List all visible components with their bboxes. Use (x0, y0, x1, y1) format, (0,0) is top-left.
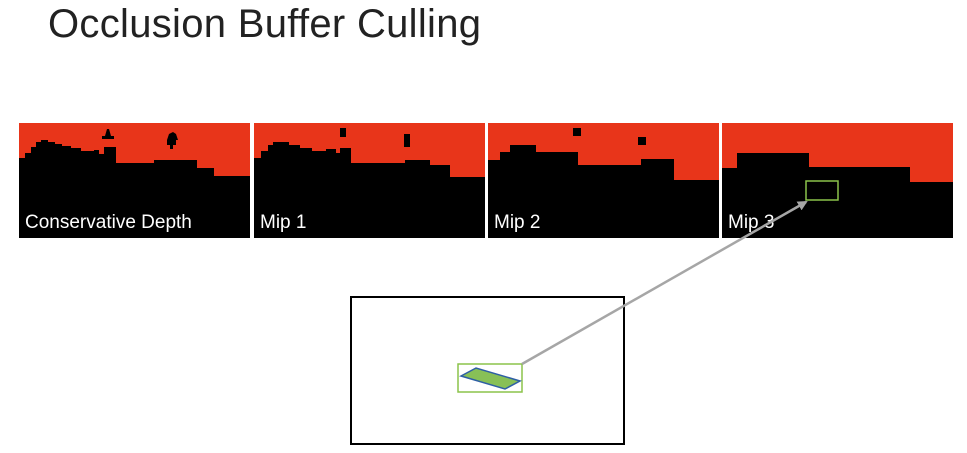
tree-top-1 (102, 129, 114, 139)
screen-viewport-frame (350, 296, 625, 445)
occluder-block-2 (638, 137, 646, 145)
projected-object-quad (459, 367, 522, 390)
depth-panel-mip1: Mip 1 (254, 123, 485, 238)
depth-silhouette (19, 140, 250, 238)
occluder-block-1 (573, 128, 581, 136)
mapping-arrow (521, 200, 808, 366)
depth-silhouette (254, 142, 485, 238)
depth-image-conservative (19, 123, 250, 238)
depth-image-mip2 (488, 123, 719, 238)
panel-label: Conservative Depth (25, 212, 192, 233)
depth-panel-mip2: Mip 2 (488, 123, 719, 238)
depth-silhouette (488, 145, 719, 238)
tree-top-2 (167, 132, 178, 149)
panel-label: Mip 1 (260, 212, 307, 233)
panel-label: Mip 2 (494, 212, 541, 233)
slide-title: Occlusion Buffer Culling (48, 2, 482, 46)
sample-region-box (805, 180, 839, 201)
depth-image-mip1 (254, 123, 485, 238)
depth-panel-conservative: Conservative Depth (19, 123, 250, 238)
occluder-block-2 (404, 134, 410, 147)
screen-bounding-box (457, 363, 523, 393)
occluder-block-1 (340, 128, 346, 137)
